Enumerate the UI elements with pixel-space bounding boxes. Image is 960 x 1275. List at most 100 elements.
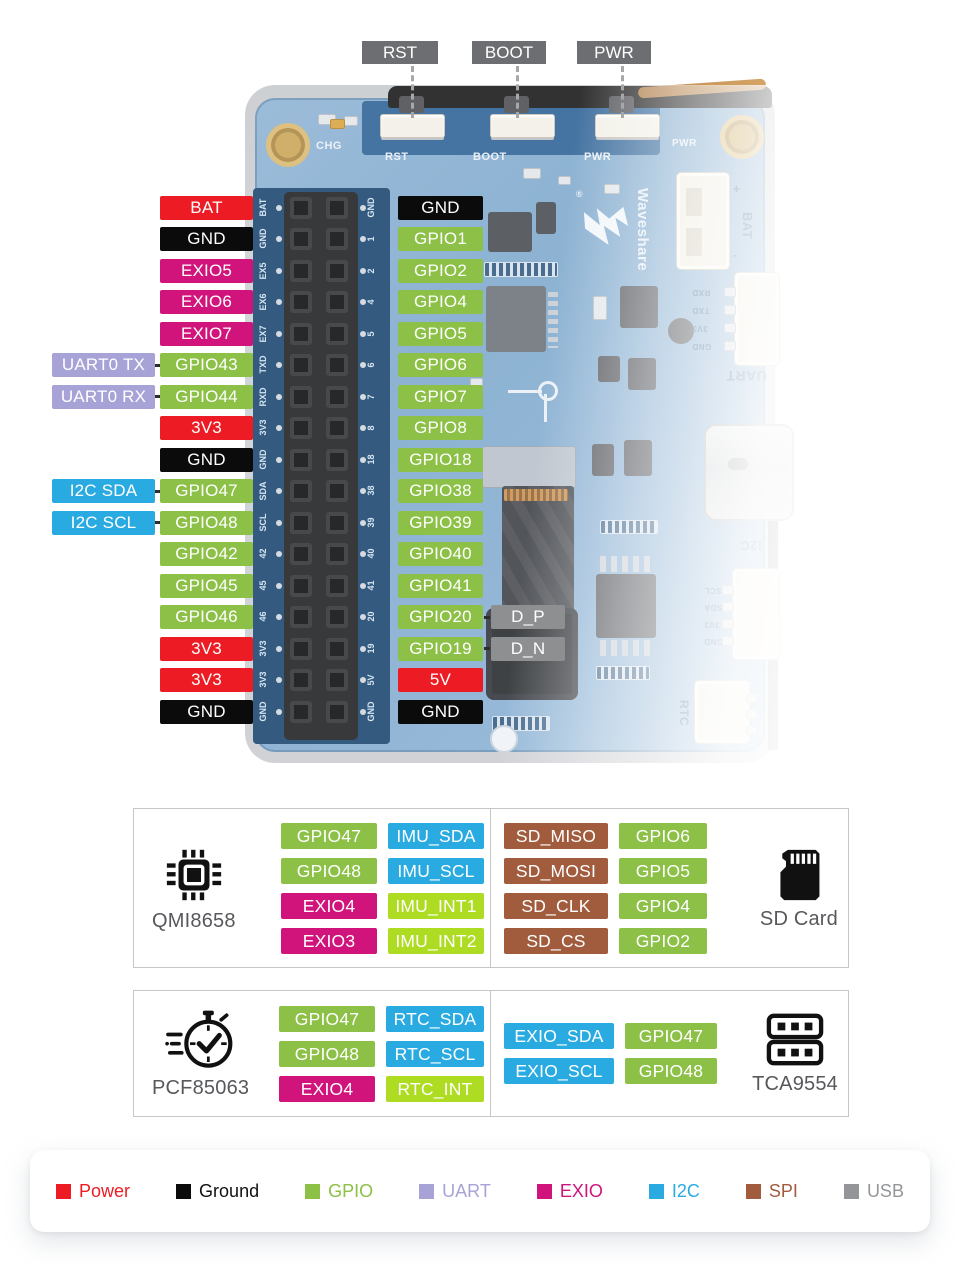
header-silk-label: BAT: [258, 198, 268, 217]
header-hole[interactable]: [326, 606, 348, 629]
solder-pad: [276, 456, 282, 463]
header-hole[interactable]: [290, 637, 312, 660]
legend-swatch: [843, 1183, 859, 1199]
header-hole[interactable]: [326, 637, 348, 660]
legend-swatch: [536, 1183, 552, 1199]
header-hole[interactable]: [290, 511, 312, 534]
solder-pad: [276, 205, 282, 211]
pin-function-label: I2C SCL: [52, 510, 155, 535]
board-component: [593, 296, 607, 320]
legend-swatch: [745, 1183, 761, 1199]
mounting-hole: [720, 115, 764, 159]
header-silk-label: 20: [366, 611, 376, 622]
header-hole[interactable]: [326, 228, 348, 251]
button-callout-boot: BOOT: [472, 41, 546, 64]
pin-label-gnd: GND: [160, 447, 253, 472]
header-hole[interactable]: [326, 448, 348, 471]
header-hole[interactable]: [290, 354, 312, 377]
header-hole[interactable]: [290, 417, 312, 440]
legend-item-ground: Ground: [176, 1181, 259, 1202]
header-silk-label: GND: [366, 197, 376, 218]
header-hole[interactable]: [290, 543, 312, 566]
connector-tick: [484, 615, 490, 619]
header-hole[interactable]: [290, 322, 312, 345]
header-hole[interactable]: [290, 574, 312, 597]
header-silk-label: EX7: [258, 325, 268, 343]
pin-function-label: D_P: [491, 605, 565, 630]
connector-pin: [722, 602, 734, 612]
legend-swatch: [419, 1183, 435, 1199]
connector-pin: [724, 305, 736, 315]
silk-uart: UART: [726, 368, 767, 384]
header-hole[interactable]: [290, 385, 312, 408]
callout-dash-line: [516, 66, 519, 118]
header-hole[interactable]: [326, 385, 348, 408]
legend-label: EXIO: [559, 1180, 603, 1201]
silk-pwr2: PWR: [672, 138, 697, 149]
board-component: [592, 444, 614, 476]
mounting-hole: [490, 725, 518, 753]
silk-rtc: RTC: [677, 699, 691, 727]
header-hole[interactable]: [326, 354, 348, 377]
header-silk-label: 4: [366, 299, 376, 305]
header-hole[interactable]: [326, 669, 348, 692]
connector-tick: [155, 489, 160, 493]
pin-label-gpio5: GPIO5: [398, 321, 483, 346]
i2c-pin-label: SDA: [704, 603, 723, 612]
pin-label-gpio43: GPIO43: [160, 353, 253, 378]
header-hole[interactable]: [290, 480, 312, 503]
module-pin-label: EXIO_SCL: [504, 1058, 614, 1084]
header-hole[interactable]: [326, 480, 348, 503]
module-pin-label: IMU_SDA: [388, 822, 484, 849]
solder-pad: [276, 708, 282, 715]
legend-label: Power: [79, 1180, 131, 1201]
header-hole[interactable]: [290, 448, 312, 471]
header-hole[interactable]: [326, 417, 348, 440]
pin-label-gpio18: GPIO18: [398, 447, 483, 472]
connector-tick: [155, 363, 160, 367]
pin-label-gpio44: GPIO44: [160, 384, 253, 409]
header-silk-label: EX6: [258, 293, 268, 311]
header-silk-label: 41: [366, 580, 376, 591]
header-hole[interactable]: [326, 511, 348, 534]
board-component: [536, 202, 556, 234]
pin-label-gpio4: GPIO4: [398, 290, 483, 315]
connector-tick: [155, 521, 160, 525]
header-hole[interactable]: [326, 574, 348, 597]
i2c-pin-label: 3V3: [704, 620, 720, 629]
pin-label-gnd: GND: [160, 227, 253, 252]
header-hole[interactable]: [290, 197, 312, 219]
header-hole[interactable]: [290, 700, 312, 723]
header-hole[interactable]: [326, 291, 348, 314]
silk-i2c: I2C: [740, 538, 762, 553]
header-hole[interactable]: [326, 322, 348, 345]
board-component: [344, 116, 358, 126]
board-component: [488, 212, 532, 252]
header-hole[interactable]: [290, 259, 312, 282]
pin-label-gpio1: GPIO1: [398, 227, 483, 252]
module-name: QMI8658: [152, 909, 236, 932]
pin-label-3v3: 3V3: [160, 668, 253, 693]
legend-swatch: [305, 1183, 321, 1199]
boot-switch[interactable]: [490, 114, 555, 138]
silk-pwr: PWR: [584, 151, 612, 163]
header-hole[interactable]: [290, 291, 312, 314]
header-hole[interactable]: [326, 700, 348, 723]
usb-c-connector[interactable]: [704, 424, 794, 521]
header-hole[interactable]: [326, 259, 348, 282]
header-silk-label: 42: [258, 548, 268, 559]
pwr-switch[interactable]: [595, 114, 660, 138]
pin-label-exio7: EXIO7: [160, 321, 253, 346]
header-hole[interactable]: [326, 543, 348, 566]
legend-item-spi: SPI: [745, 1181, 798, 1202]
header-hole[interactable]: [290, 669, 312, 692]
pin-label-gpio41: GPIO41: [398, 573, 483, 598]
header-hole[interactable]: [326, 197, 348, 219]
header-hole[interactable]: [290, 606, 312, 629]
header-hole[interactable]: [290, 228, 312, 251]
